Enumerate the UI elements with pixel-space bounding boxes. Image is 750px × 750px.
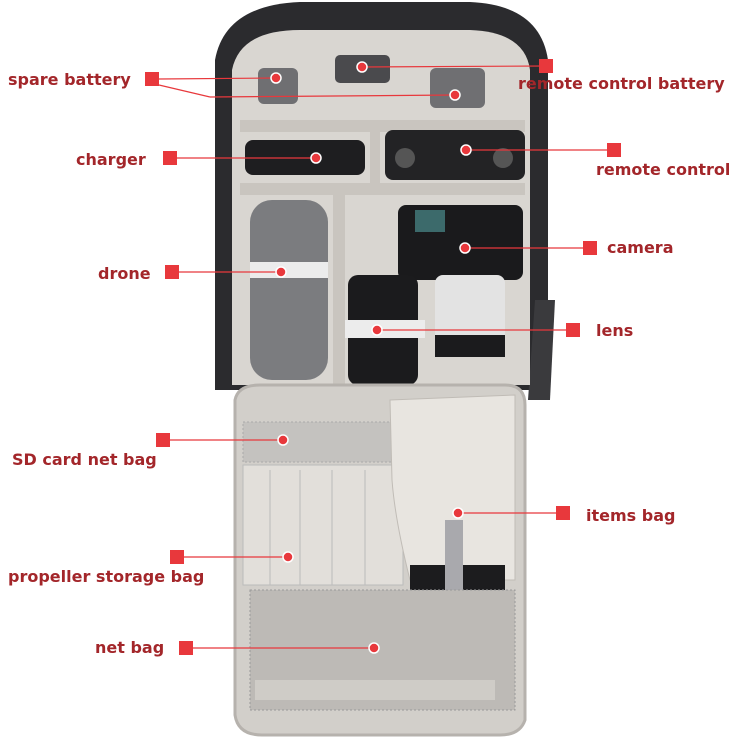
marker-square <box>566 323 580 337</box>
callout-lines <box>158 65 614 649</box>
label-items-bag: items bag <box>586 506 676 525</box>
divider <box>240 183 525 195</box>
marker-square <box>539 59 553 73</box>
label-lens: lens <box>596 321 634 340</box>
sd-card-net <box>242 421 394 463</box>
callout-dots <box>270 61 472 654</box>
label-remote-control: remote control <box>596 160 731 179</box>
marker-square <box>163 151 177 165</box>
remote-control-device <box>385 130 525 180</box>
side-strap <box>528 300 555 400</box>
label-charger: charger <box>76 150 146 169</box>
label-sd-card-net-bag: SD card net bag <box>12 450 157 469</box>
marker-square <box>583 241 597 255</box>
marker-square <box>170 550 184 564</box>
label-camera: camera <box>607 238 674 257</box>
drone-device <box>250 200 328 380</box>
marker-square <box>607 143 621 157</box>
spare-battery-2 <box>430 68 485 108</box>
marker-square <box>556 506 570 520</box>
label-spare-battery: spare battery <box>8 70 131 89</box>
marker-square <box>156 433 170 447</box>
label-drone: drone <box>98 264 151 283</box>
divider <box>370 120 380 185</box>
label-propeller-storage-bag: propeller storage bag <box>8 567 205 586</box>
divider <box>240 120 525 132</box>
marker-square <box>179 641 193 655</box>
label-net-bag: net bag <box>95 638 165 657</box>
spare-battery-1 <box>258 68 298 104</box>
label-remote-control-battery: remote control battery <box>518 74 725 93</box>
propeller-pockets <box>242 464 404 586</box>
divider <box>333 195 345 385</box>
marker-square <box>165 265 179 279</box>
marker-square <box>145 72 159 86</box>
